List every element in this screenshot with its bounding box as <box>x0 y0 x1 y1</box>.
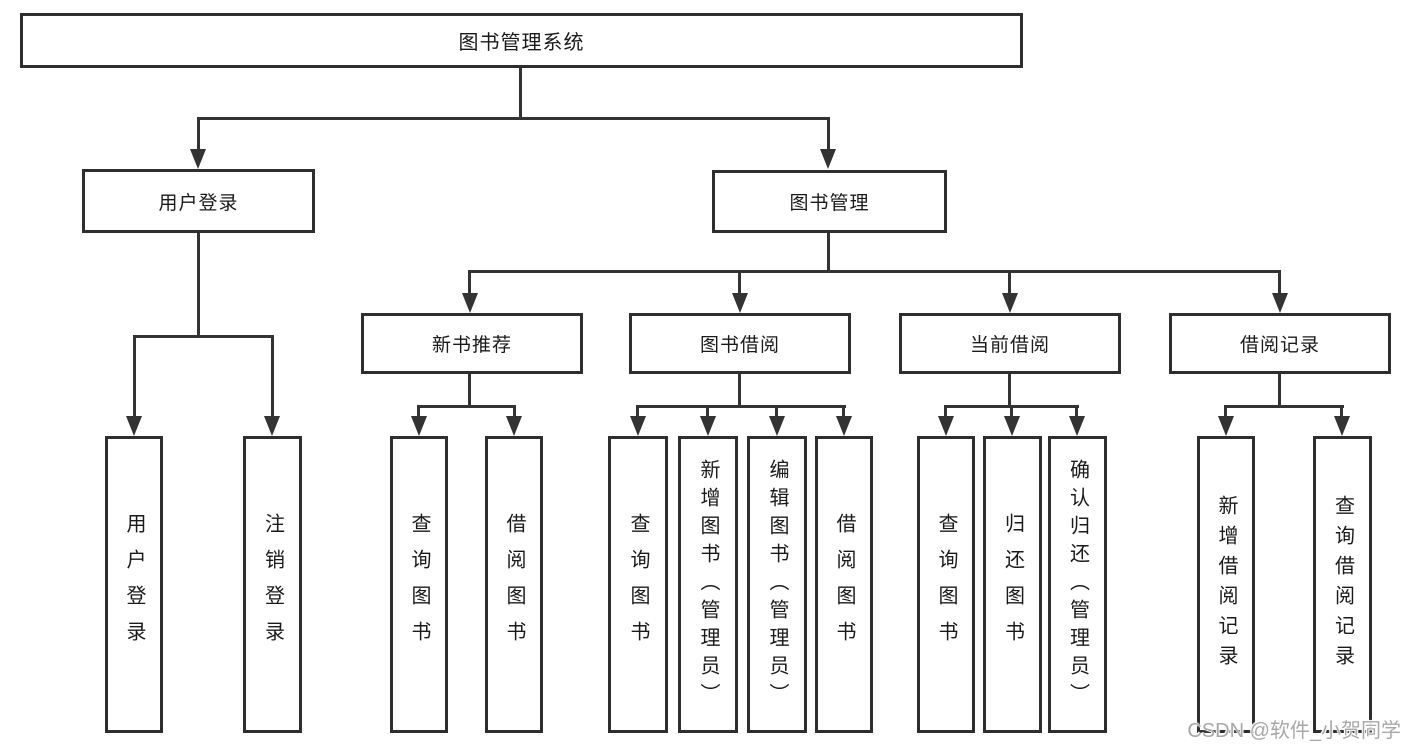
arrowhead-down-icon <box>411 416 427 436</box>
connector-line <box>636 405 639 419</box>
connector-line <box>1340 405 1343 419</box>
leaf-edit-books-admin: 编辑图书（管理员） <box>747 436 807 733</box>
connector-line <box>1278 374 1281 408</box>
connector-line <box>513 405 516 419</box>
connector-line <box>468 270 471 295</box>
connector-line <box>775 405 778 419</box>
connector-line <box>1010 405 1013 419</box>
arrowhead-down-icon <box>506 416 522 436</box>
node-root: 图书管理系统 <box>20 13 1023 68</box>
leaf-query-books-current: 查询图书 <box>917 436 975 733</box>
connector-line <box>706 405 709 419</box>
connector-line <box>944 405 947 419</box>
connector-line <box>468 374 471 408</box>
node-current-borrow: 当前借阅 <box>899 313 1121 374</box>
node-book-mgmt: 图书管理 <box>712 170 947 233</box>
arrowhead-down-icon <box>1069 416 1085 436</box>
connector-line <box>827 233 830 273</box>
connector-line <box>417 405 516 408</box>
connector-line <box>827 117 830 151</box>
arrowhead-down-icon <box>264 416 280 436</box>
connector-line <box>197 117 200 151</box>
arrowhead-down-icon <box>820 149 836 169</box>
arrowhead-down-icon <box>1272 293 1288 313</box>
connector-line <box>1278 270 1281 295</box>
connector-line <box>1224 405 1227 419</box>
arrowhead-down-icon <box>836 416 852 436</box>
node-user-login: 用户登录 <box>82 169 315 233</box>
arrowhead-down-icon <box>126 416 142 436</box>
node-new-books: 新书推荐 <box>361 313 583 374</box>
connector-line <box>133 335 136 418</box>
arrowhead-down-icon <box>630 416 646 436</box>
leaf-return-books: 归还图书 <box>983 436 1042 733</box>
connector-line <box>1008 270 1011 295</box>
connector-line <box>1224 405 1344 408</box>
leaf-logout: 注销登录 <box>243 436 302 733</box>
leaf-add-borrow-record: 新增借阅记录 <box>1197 436 1255 733</box>
connector-line <box>133 335 274 338</box>
leaf-confirm-return-admin: 确认归还（管理员） <box>1048 436 1107 733</box>
leaf-query-books-newbooks: 查询图书 <box>390 436 448 733</box>
node-borrow-records: 借阅记录 <box>1169 313 1391 374</box>
arrowhead-down-icon <box>732 293 748 313</box>
connector-line <box>1008 374 1011 408</box>
connector-line <box>468 270 1281 273</box>
connector-line <box>1075 405 1078 419</box>
connector-line <box>197 117 830 120</box>
connector-line <box>738 374 741 408</box>
connector-line <box>417 405 420 419</box>
arrowhead-down-icon <box>938 416 954 436</box>
leaf-borrow-books: 借阅图书 <box>815 436 873 733</box>
node-book-borrow: 图书借阅 <box>629 313 851 374</box>
leaf-add-books-admin: 新增图书（管理员） <box>678 436 738 733</box>
arrowhead-down-icon <box>1002 293 1018 313</box>
leaf-query-borrow-record: 查询借阅记录 <box>1313 436 1372 733</box>
arrowhead-down-icon <box>1334 416 1350 436</box>
arrowhead-down-icon <box>462 293 478 313</box>
connector-line <box>636 405 846 408</box>
leaf-user-login: 用户登录 <box>105 436 163 733</box>
connector-line <box>842 405 845 419</box>
arrowhead-down-icon <box>700 416 716 436</box>
csdn-watermark: CSDN @软件_小贺同学 <box>1187 720 1401 742</box>
leaf-query-books-borrow: 查询图书 <box>608 436 668 733</box>
arrowhead-down-icon <box>190 149 206 169</box>
arrowhead-down-icon <box>1004 416 1020 436</box>
arrowhead-down-icon <box>769 416 785 436</box>
connector-line <box>197 233 200 338</box>
leaf-borrow-books-newbooks: 借阅图书 <box>485 436 543 733</box>
connector-line <box>519 68 522 119</box>
connector-line <box>738 270 741 295</box>
connector-line <box>271 335 274 418</box>
arrowhead-down-icon <box>1218 416 1234 436</box>
